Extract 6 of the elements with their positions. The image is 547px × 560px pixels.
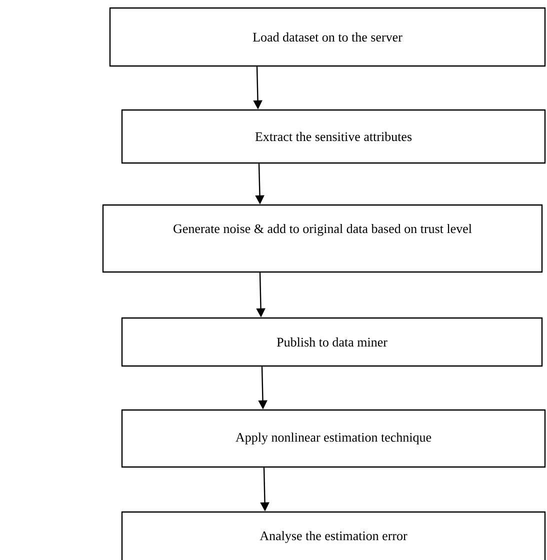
process-box: Generate noise & add to original data based on trust level xyxy=(102,204,543,273)
process-box: Load dataset on to the server xyxy=(109,7,546,67)
process-box: Extract the sensitive attributes xyxy=(121,109,546,164)
process-box: Apply nonlinear estimation technique xyxy=(121,409,546,468)
process-box: Publish to data miner xyxy=(121,317,543,367)
process-box: Analyse the estimation error xyxy=(121,511,546,560)
